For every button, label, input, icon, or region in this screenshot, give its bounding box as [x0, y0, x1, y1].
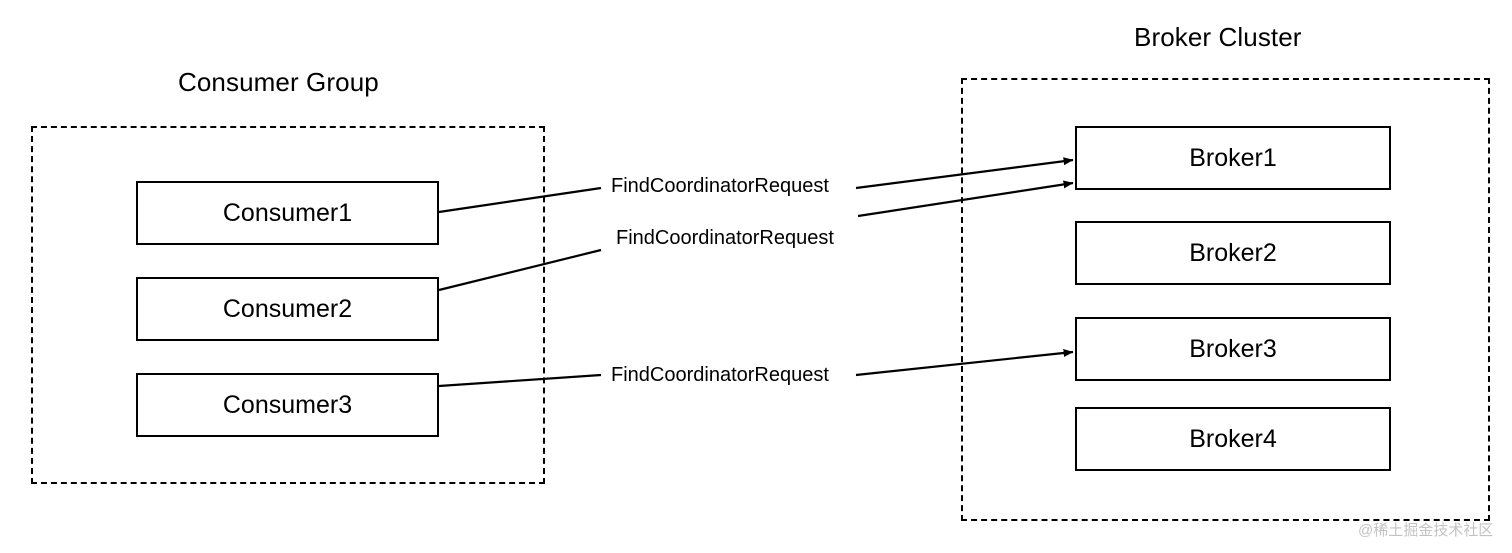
- watermark-text: @稀土掘金技术社区: [1358, 522, 1494, 539]
- broker-box-1-label: Broker1: [1189, 143, 1277, 172]
- broker-cluster-region: [961, 78, 1490, 521]
- consumer-box-1[interactable]: Consumer1: [136, 181, 439, 245]
- broker-box-3[interactable]: Broker3: [1075, 317, 1391, 381]
- broker-box-1[interactable]: Broker1: [1075, 126, 1391, 190]
- edge-label-consumer3-broker3: FindCoordinatorRequest: [608, 365, 832, 385]
- consumer-group-title: Consumer Group: [178, 67, 379, 97]
- edge-label-consumer2-broker1: FindCoordinatorRequest: [613, 228, 837, 248]
- broker-cluster-title: Broker Cluster: [1134, 22, 1302, 52]
- consumer-box-3-label: Consumer3: [222, 390, 353, 419]
- broker-box-4-label: Broker4: [1189, 424, 1277, 453]
- consumer-box-1-label: Consumer1: [222, 198, 353, 227]
- consumer-box-3[interactable]: Consumer3: [136, 373, 439, 437]
- consumer-box-2[interactable]: Consumer2: [136, 277, 439, 341]
- broker-box-2[interactable]: Broker2: [1075, 221, 1391, 285]
- consumer-box-2-label: Consumer2: [222, 294, 353, 323]
- edge-label-consumer1-broker1: FindCoordinatorRequest: [608, 176, 832, 196]
- broker-box-2-label: Broker2: [1189, 238, 1277, 267]
- broker-box-4[interactable]: Broker4: [1075, 407, 1391, 471]
- broker-box-3-label: Broker3: [1189, 334, 1277, 363]
- consumer-group-region: [31, 126, 545, 484]
